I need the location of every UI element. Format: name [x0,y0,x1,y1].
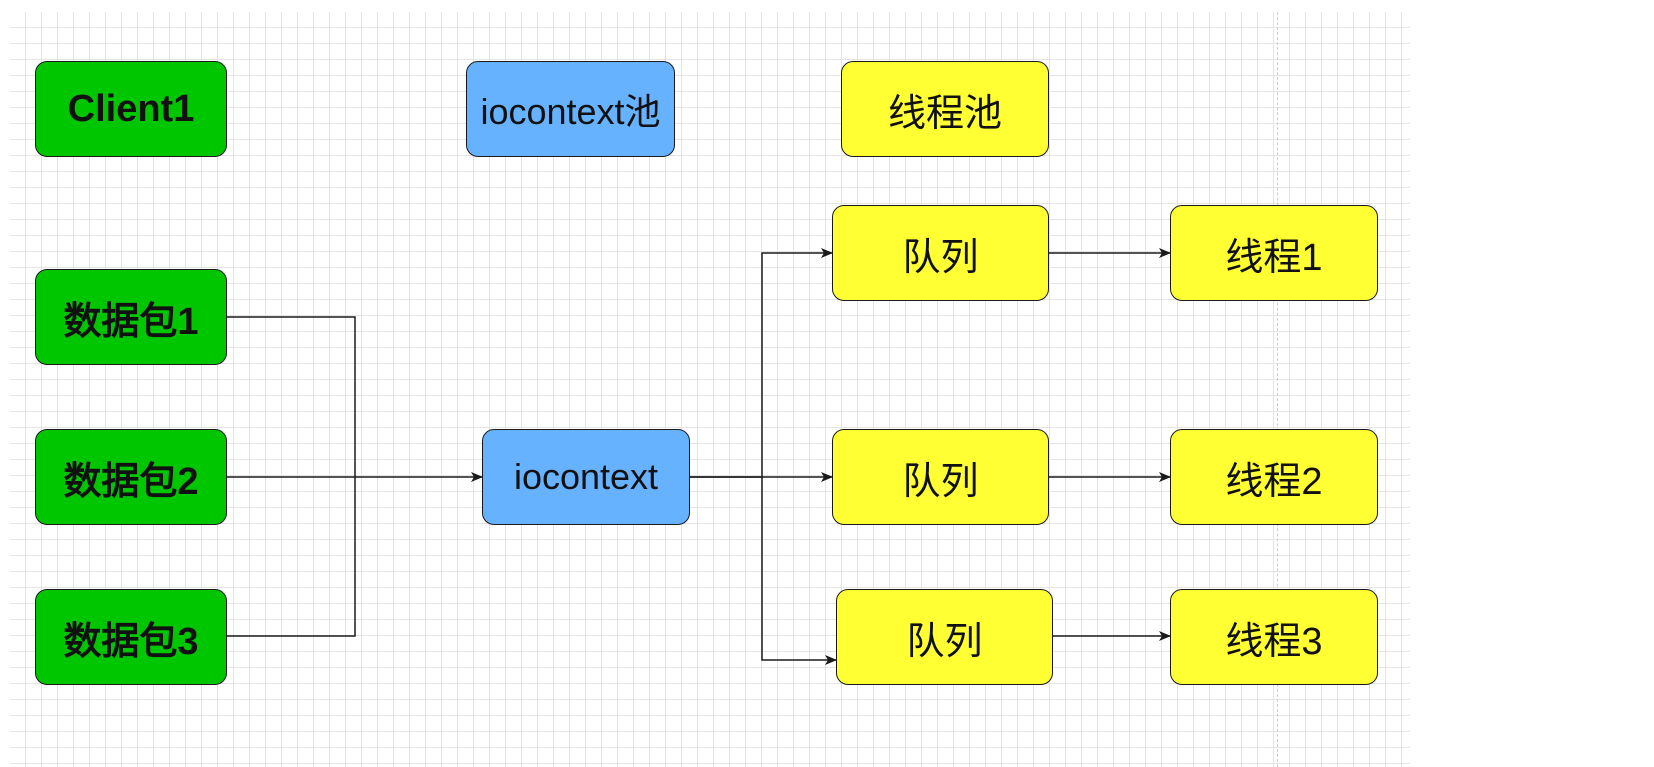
thread-label-1: 线程1 [1225,236,1323,279]
iocontext-pool-legend-node[interactable]: iocontext池 [466,61,675,157]
thread-pool-legend-node[interactable]: 线程池 [841,61,1049,157]
queue-node-2[interactable]: 队列 [832,429,1049,525]
queue-node-1[interactable]: 队列 [832,205,1049,301]
packet-label-2: 数据包2 [63,460,199,503]
thread-label-3: 线程3 [1225,620,1323,663]
queue-label-1: 队列 [902,236,979,279]
packet-node-1[interactable]: 数据包1 [35,269,227,365]
thread-node-1[interactable]: 线程1 [1170,205,1378,301]
thread-label-2: 线程2 [1225,460,1323,503]
thread-node-3[interactable]: 线程3 [1170,589,1378,685]
iocontext-pool-legend-label: iocontext池 [480,91,661,132]
client-legend-node[interactable]: Client1 [35,61,227,157]
client-legend-label: Client1 [67,87,195,130]
packet-node-3[interactable]: 数据包3 [35,589,227,685]
thread-node-2[interactable]: 线程2 [1170,429,1378,525]
iocontext-node[interactable]: iocontext [482,429,690,525]
iocontext-label: iocontext [513,456,659,497]
packet-node-2[interactable]: 数据包2 [35,429,227,525]
packet-label-1: 数据包1 [63,300,199,343]
queue-node-3[interactable]: 队列 [836,589,1053,685]
thread-pool-legend-label: 线程池 [887,92,1002,135]
packet-label-3: 数据包3 [63,620,199,663]
queue-label-2: 队列 [902,460,979,503]
page-guide-line [1277,12,1278,767]
queue-label-3: 队列 [906,620,983,663]
